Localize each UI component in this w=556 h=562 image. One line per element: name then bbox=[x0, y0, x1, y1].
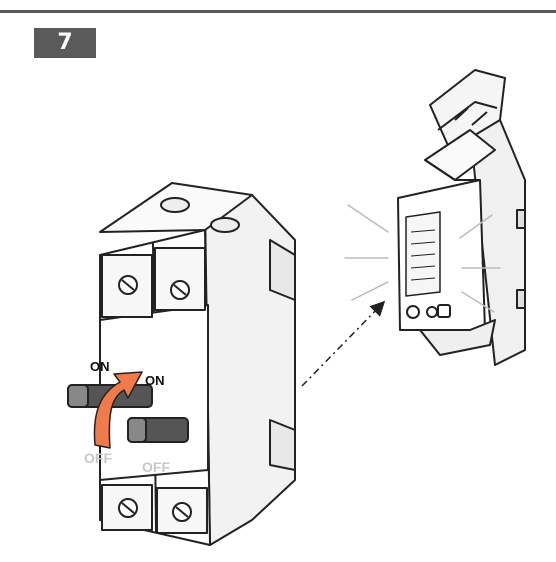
left-pole-off-label: OFF bbox=[84, 450, 112, 466]
curved-up-arrow-icon bbox=[93, 371, 143, 449]
light-rays-icon bbox=[344, 204, 501, 313]
left-pole-on-label: ON bbox=[90, 359, 110, 374]
circuit-breaker bbox=[67, 182, 296, 546]
energy-meter bbox=[397, 69, 526, 366]
right-pole-on-label: ON bbox=[145, 373, 165, 388]
right-pole-off-label: OFF bbox=[142, 459, 170, 475]
top-rule bbox=[0, 10, 556, 13]
dashed-arrow-icon bbox=[301, 300, 386, 387]
step-number-badge: 7 bbox=[34, 28, 96, 58]
